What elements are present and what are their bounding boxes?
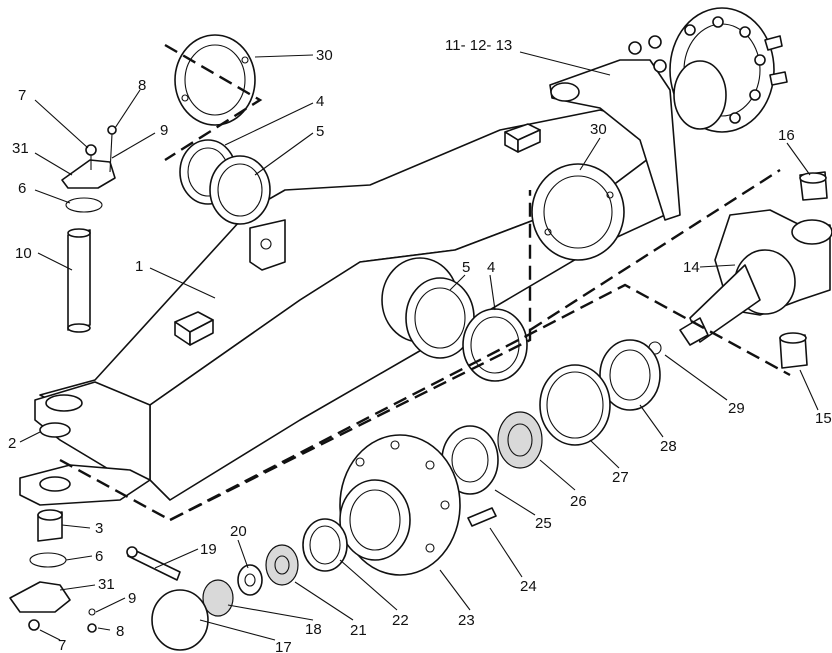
callout-5-lower: 5	[462, 259, 470, 276]
callout-9-bottom: 9	[128, 590, 136, 607]
callout-23: 23	[458, 612, 475, 629]
callout-10: 10	[15, 245, 32, 262]
callout-8-top: 8	[138, 77, 146, 94]
callout-6-bottom: 6	[95, 548, 103, 565]
callout-24: 24	[520, 578, 537, 595]
callout-30-right: 30	[590, 121, 607, 138]
callout-labels: 30 4 5 7 8 9 31 6 10 1 11- 12- 13 30 5 4…	[8, 37, 832, 653]
callout-4-top: 4	[316, 93, 324, 110]
small-parts-lower	[126, 518, 348, 651]
callout-8-bottom: 8	[116, 623, 124, 640]
callout-31-top: 31	[12, 140, 29, 157]
callout-28: 28	[660, 438, 677, 455]
callout-19: 19	[200, 541, 217, 558]
callout-11-12-13: 11- 12- 13	[445, 37, 512, 54]
king-pin-assembly-bottom	[9, 422, 151, 633]
callout-16: 16	[778, 127, 795, 144]
callout-26: 26	[570, 493, 587, 510]
callout-31-bottom: 31	[98, 576, 115, 593]
callout-9-top: 9	[160, 122, 168, 139]
assembly-dashed-lines	[59, 43, 791, 522]
bearing-cup-30-top	[174, 34, 256, 126]
callout-25: 25	[535, 515, 552, 532]
leader-lines	[19, 51, 819, 641]
rings-4-5-upper	[179, 139, 271, 225]
callout-2: 2	[8, 435, 16, 452]
callout-14: 14	[683, 259, 700, 276]
callout-22: 22	[392, 612, 409, 629]
king-pin-assembly-top	[61, 125, 117, 333]
callout-1: 1	[135, 258, 143, 275]
wheel-hub-23	[339, 434, 497, 576]
callout-6-top: 6	[18, 180, 26, 197]
callout-27: 27	[612, 469, 629, 486]
callout-17: 17	[275, 639, 292, 653]
callout-29: 29	[728, 400, 745, 417]
callout-15: 15	[815, 410, 832, 427]
callout-20: 20	[230, 523, 247, 540]
callout-18: 18	[305, 621, 322, 638]
callout-5-top: 5	[316, 123, 324, 140]
wheel-flange-top	[669, 7, 788, 133]
callout-7-bottom: 7	[58, 637, 66, 653]
bearing-cup-30-right	[531, 163, 625, 261]
callout-30-top: 30	[316, 47, 333, 64]
callout-3: 3	[95, 520, 103, 537]
rings-4-5-lower	[381, 257, 528, 382]
callout-7-top: 7	[18, 87, 26, 104]
steering-arm-assembly	[549, 35, 681, 221]
callout-4-lower: 4	[487, 259, 495, 276]
steering-knuckle-14	[648, 171, 832, 369]
callout-21: 21	[350, 622, 367, 639]
